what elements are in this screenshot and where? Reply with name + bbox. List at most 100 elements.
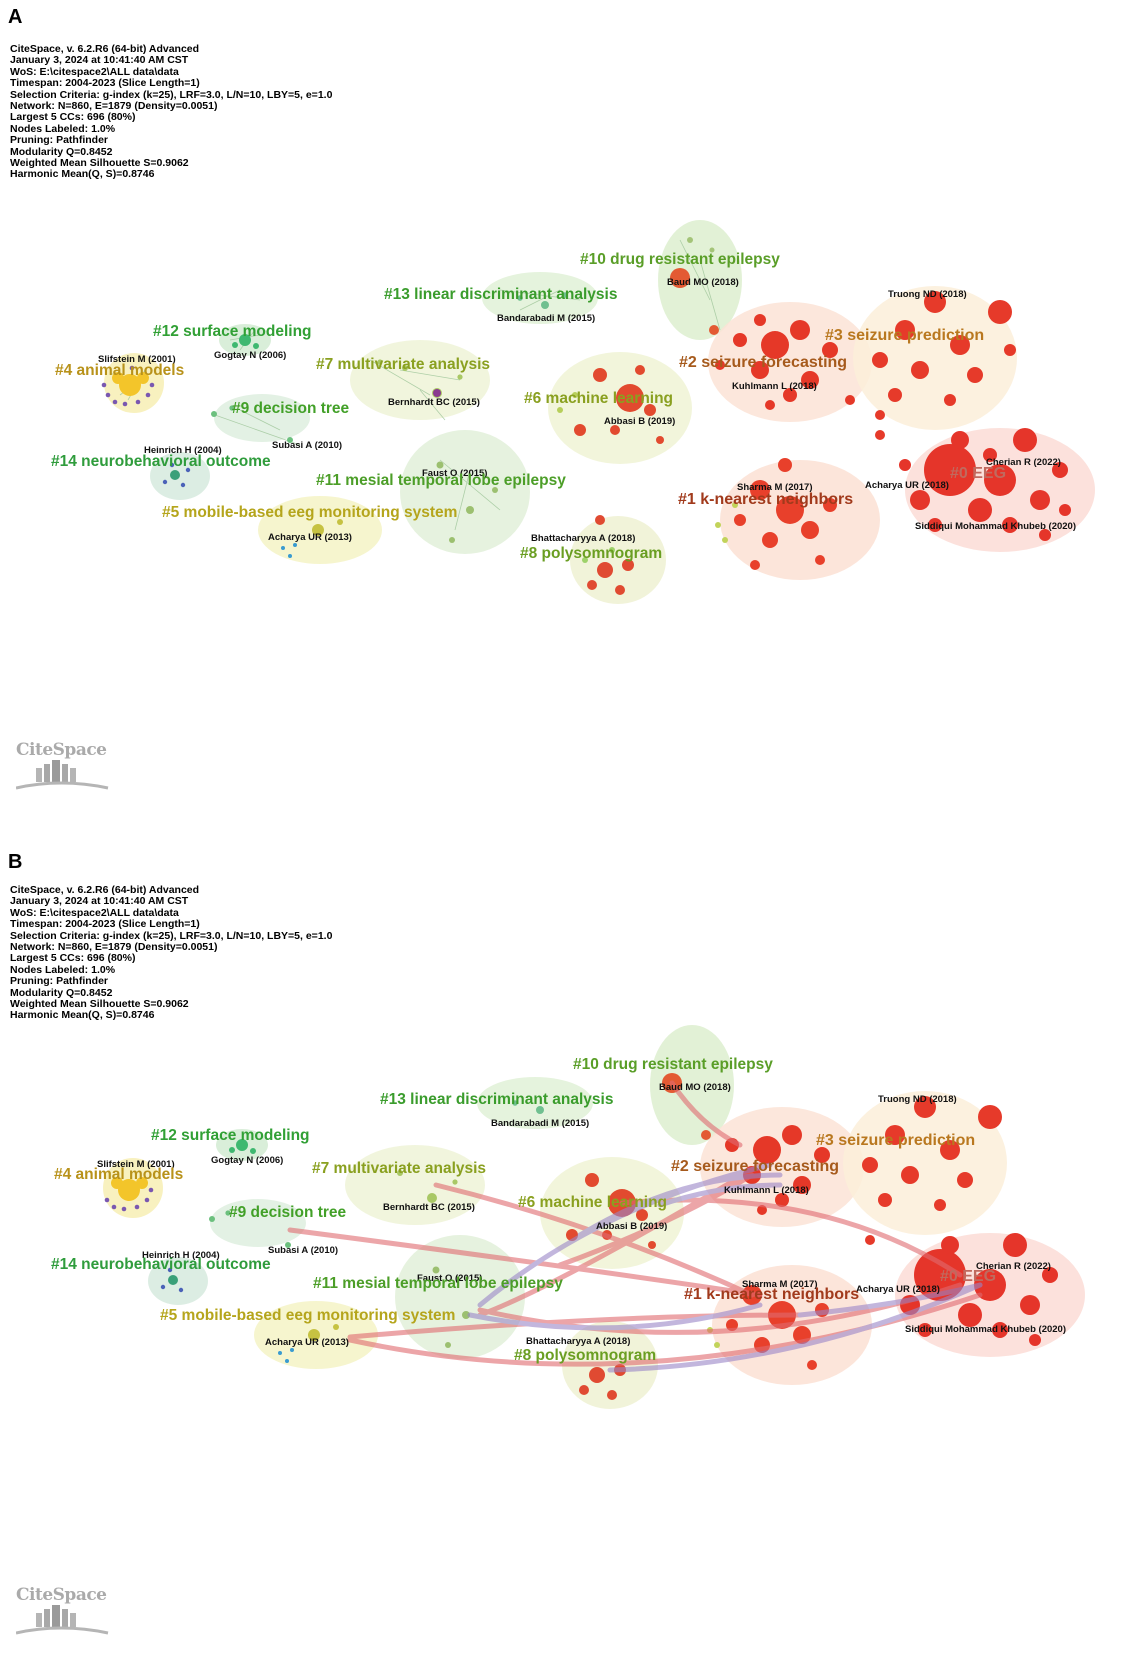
region-c6 <box>548 352 692 464</box>
info-line: Harmonic Mean(Q, S)=0.8746 <box>10 168 155 181</box>
cluster-label-c3[interactable]: #3 seizure prediction <box>825 327 984 344</box>
burst-link <box>467 1302 763 1331</box>
network-map-b[interactable]: Slifstein M (2001) Gogtay N (2006) Bernh… <box>0 845 1141 1655</box>
cluster-label-c8[interactable]: #8 polysomnogram <box>520 545 662 562</box>
node-label[interactable]: Bernhardt BC (2015) <box>383 1202 475 1213</box>
cluster-label-c13[interactable]: #13 linear discriminant analysis <box>384 286 617 303</box>
node-label[interactable]: Bhattacharyya A (2018) <box>531 533 635 544</box>
info-line: Nodes Labeled: 1.0% <box>10 122 116 135</box>
info-block: CiteSpace, v. 6.2.R6 (64-bit) Advanced J… <box>10 884 332 1022</box>
node-label[interactable]: Faust O (2015) <box>417 1273 482 1284</box>
citespace-logo: CiteSpace <box>16 740 116 790</box>
node-label[interactable]: Acharya UR (2018) <box>856 1284 940 1295</box>
cluster-label-c4[interactable]: #4 animal models <box>54 1166 183 1183</box>
citation-nodes-a <box>101 237 1071 595</box>
node-label[interactable]: Subasi A (2010) <box>268 1245 338 1256</box>
burst-link <box>607 1282 983 1373</box>
cluster-label-c9[interactable]: #9 decision tree <box>229 1204 347 1221</box>
cluster-label-c10[interactable]: #10 drug resistant epilepsy <box>573 1056 773 1073</box>
node-label[interactable]: Baud MO (2018) <box>667 277 739 288</box>
node-label[interactable]: Bandarabadi M (2015) <box>491 1118 589 1129</box>
node-label[interactable]: Subasi A (2010) <box>272 440 342 451</box>
node-label[interactable]: Acharya UR (2013) <box>268 532 352 543</box>
cluster-label-c14[interactable]: #14 neurobehavioral outcome <box>51 453 271 470</box>
node-label[interactable]: Heinrich H (2004) <box>144 445 222 456</box>
node-label[interactable]: Cherian R (2022) <box>976 1261 1051 1272</box>
node-label[interactable]: Truong ND (2018) <box>878 1094 957 1105</box>
cluster-label-c0[interactable]: #0 EEG <box>940 1268 996 1285</box>
cluster-label-c12[interactable]: #12 surface modeling <box>151 1127 310 1144</box>
citation-nodes-b <box>104 1073 1058 1400</box>
node-label[interactable]: Kuhlmann L (2018) <box>732 381 817 392</box>
node-label[interactable]: Cherian R (2022) <box>986 457 1061 468</box>
node-label[interactable]: Sharma M (2017) <box>737 482 813 493</box>
cluster-label-c6[interactable]: #6 machine learning <box>524 390 673 407</box>
node-label[interactable]: Heinrich H (2004) <box>142 1250 220 1261</box>
cluster-label-c1[interactable]: #1 k-nearest neighbors <box>678 491 853 508</box>
panel-a: Slifstein M (2001) Gogtay N (2006) Bernh… <box>0 0 1141 810</box>
cluster-label-c7[interactable]: #7 multivariate analysis <box>312 1160 486 1177</box>
burst-link <box>797 1282 983 1318</box>
cluster-label-c5[interactable]: #5 mobile-based eeg monitoring system <box>160 1307 455 1324</box>
node-label[interactable]: Slifstein M (2001) <box>97 1159 175 1170</box>
logo-skyline-icon <box>16 1605 109 1635</box>
cluster-label-c11[interactable]: #11 mesial temporal lobe epilepsy <box>313 1275 563 1292</box>
network-map-a[interactable]: Slifstein M (2001) Gogtay N (2006) Bernh… <box>0 0 1141 810</box>
cluster-label-c4[interactable]: #4 animal models <box>55 362 184 379</box>
info-line: Pruning: Pathfinder <box>10 134 108 147</box>
cluster-label-c8[interactable]: #8 polysomnogram <box>514 1347 656 1364</box>
panel-letter: A <box>8 6 23 28</box>
burst-link <box>657 1182 783 1208</box>
node-label[interactable]: Bandarabadi M (2015) <box>497 313 595 324</box>
node-label[interactable]: Abbasi B (2019) <box>604 416 675 427</box>
region-c11 <box>400 430 530 554</box>
info-block: CiteSpace, v. 6.2.R6 (64-bit) Advanced J… <box>10 43 332 181</box>
cluster-label-c3[interactable]: #3 seizure prediction <box>816 1132 975 1149</box>
node-label[interactable]: Truong ND (2018) <box>888 289 967 300</box>
cluster-label-c13[interactable]: #13 linear discriminant analysis <box>380 1091 613 1108</box>
cluster-label-c11[interactable]: #11 mesial temporal lobe epilepsy <box>316 472 566 489</box>
cluster-label-c0[interactable]: #0 EEG <box>950 465 1006 482</box>
cluster-label-c7[interactable]: #7 multivariate analysis <box>316 356 490 373</box>
node-label[interactable]: Sharma M (2017) <box>742 1279 818 1290</box>
node-labels-b: Slifstein M (2001) Gogtay N (2006) Bernh… <box>97 1082 1066 1348</box>
info-line: Modularity Q=0.8452 <box>10 986 113 999</box>
info-line: Weighted Mean Silhouette S=0.9062 <box>10 157 189 170</box>
cluster-label-c9[interactable]: #9 decision tree <box>232 400 350 417</box>
info-line: Network: N=860, E=1879 (Density=0.0051) <box>10 100 218 113</box>
region-c13 <box>477 1077 593 1129</box>
node-label[interactable]: Siddiqui Mohammad Khubeb (2020) <box>905 1324 1066 1335</box>
cluster-label-c14[interactable]: #14 neurobehavioral outcome <box>51 1256 271 1273</box>
cluster-label-c2[interactable]: #2 seizure forecasting <box>671 1158 839 1175</box>
cluster-label-c10[interactable]: #10 drug resistant epilepsy <box>580 251 780 268</box>
node-label[interactable]: Bhattacharyya A (2018) <box>526 1336 630 1347</box>
info-line: CiteSpace, v. 6.2.R6 (64-bit) Advanced <box>10 884 200 896</box>
cluster-label-c2[interactable]: #2 seizure forecasting <box>679 354 847 371</box>
node-label[interactable]: Baud MO (2018) <box>659 1082 731 1093</box>
node-label[interactable]: Abbasi B (2019) <box>596 1221 667 1232</box>
panel-letter: B <box>8 851 23 873</box>
region-c13 <box>482 272 598 324</box>
info-line: Harmonic Mean(Q, S)=0.8746 <box>10 1009 155 1022</box>
burst-link <box>287 1227 763 1298</box>
node-label[interactable]: Gogtay N (2006) <box>214 350 286 361</box>
node-label[interactable]: Acharya UR (2013) <box>265 1337 349 1348</box>
cluster-label-c5[interactable]: #5 mobile-based eeg monitoring system <box>162 504 457 521</box>
node-label[interactable]: Faust O (2015) <box>422 468 487 479</box>
cluster-label-c12[interactable]: #12 surface modeling <box>153 323 312 340</box>
cluster-label-c1[interactable]: #1 k-nearest neighbors <box>684 1286 859 1303</box>
node-label[interactable]: Bernhardt BC (2015) <box>388 397 480 408</box>
burst-link <box>477 1162 763 1318</box>
burst-link <box>433 1182 755 1298</box>
node-label[interactable]: Acharya UR (2018) <box>865 480 949 491</box>
logo-text: CiteSpace <box>16 740 107 760</box>
info-line: Timespan: 2004-2023 (Slice Length=1) <box>10 77 200 90</box>
node-label[interactable]: Siddiqui Mohammad Khubeb (2020) <box>915 521 1076 532</box>
info-line: WoS: E:\citespace2\ALL data\data <box>10 65 179 78</box>
info-line: Weighted Mean Silhouette S=0.9062 <box>10 998 189 1011</box>
cluster-label-c6[interactable]: #6 machine learning <box>518 1194 667 1211</box>
node-label[interactable]: Slifstein M (2001) <box>98 354 176 365</box>
node-label[interactable]: Kuhlmann L (2018) <box>724 1185 809 1196</box>
burst-link <box>577 1172 783 1238</box>
node-label[interactable]: Gogtay N (2006) <box>211 1155 283 1166</box>
